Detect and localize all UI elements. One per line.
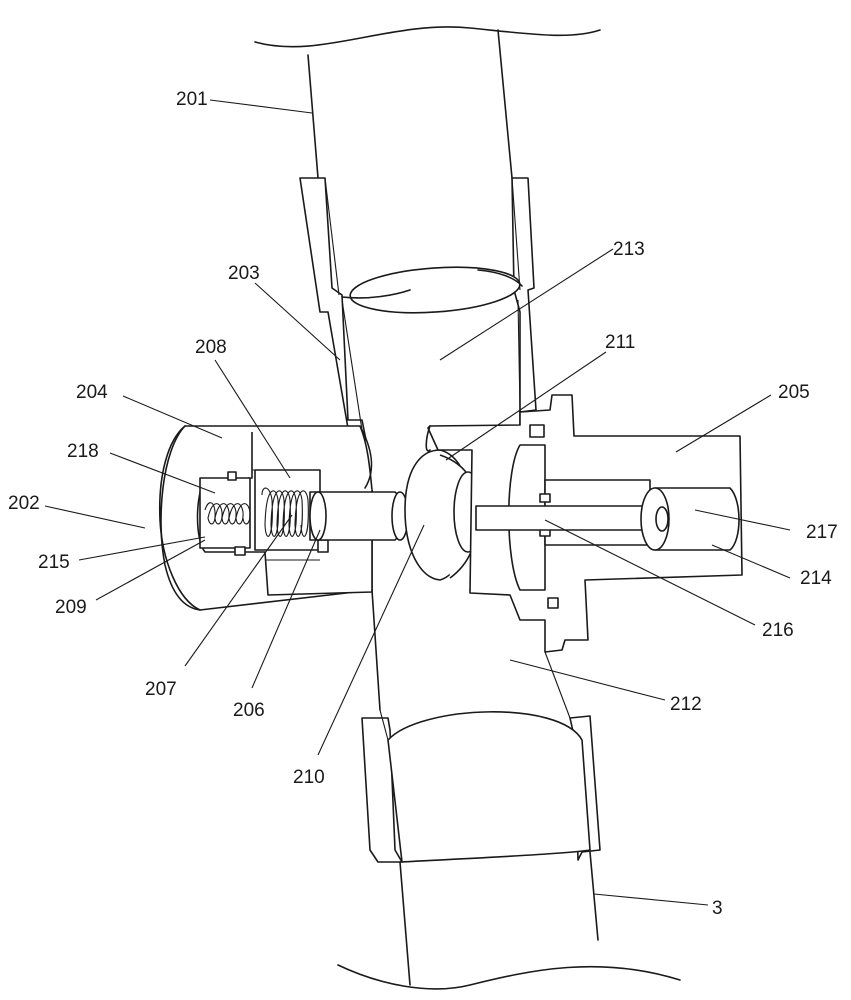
label-202: 202 bbox=[8, 493, 40, 514]
label-210: 210 bbox=[293, 767, 325, 788]
label-203: 203 bbox=[228, 263, 260, 284]
left-housing bbox=[158, 425, 373, 611]
label-208: 208 bbox=[195, 337, 227, 358]
label-217: 217 bbox=[806, 522, 838, 543]
actuator-cylinder bbox=[640, 487, 740, 551]
upper-coupling bbox=[299, 177, 537, 441]
lower-coupling bbox=[361, 651, 601, 863]
label-201: 201 bbox=[176, 89, 208, 110]
label-213: 213 bbox=[613, 239, 645, 260]
label-3: 3 bbox=[712, 898, 723, 919]
label-204: 204 bbox=[76, 382, 108, 403]
label-207: 207 bbox=[145, 679, 177, 700]
label-216: 216 bbox=[762, 620, 794, 641]
valve-stem bbox=[475, 505, 663, 531]
label-206: 206 bbox=[233, 700, 265, 721]
upper-pipe bbox=[254, 26, 601, 179]
label-205: 205 bbox=[778, 382, 810, 403]
label-215: 215 bbox=[38, 552, 70, 573]
lower-pipe bbox=[337, 851, 681, 990]
label-211: 211 bbox=[605, 332, 635, 353]
leader-lines bbox=[44, 99, 791, 906]
label-214: 214 bbox=[800, 568, 832, 589]
piston-rod bbox=[309, 491, 409, 541]
reference-labels: 201 202 203 204 205 206 207 208 209 210 … bbox=[8, 89, 838, 919]
small-spring bbox=[204, 471, 251, 556]
label-212: 212 bbox=[670, 694, 702, 715]
label-218: 218 bbox=[67, 441, 99, 462]
label-209: 209 bbox=[55, 597, 87, 618]
